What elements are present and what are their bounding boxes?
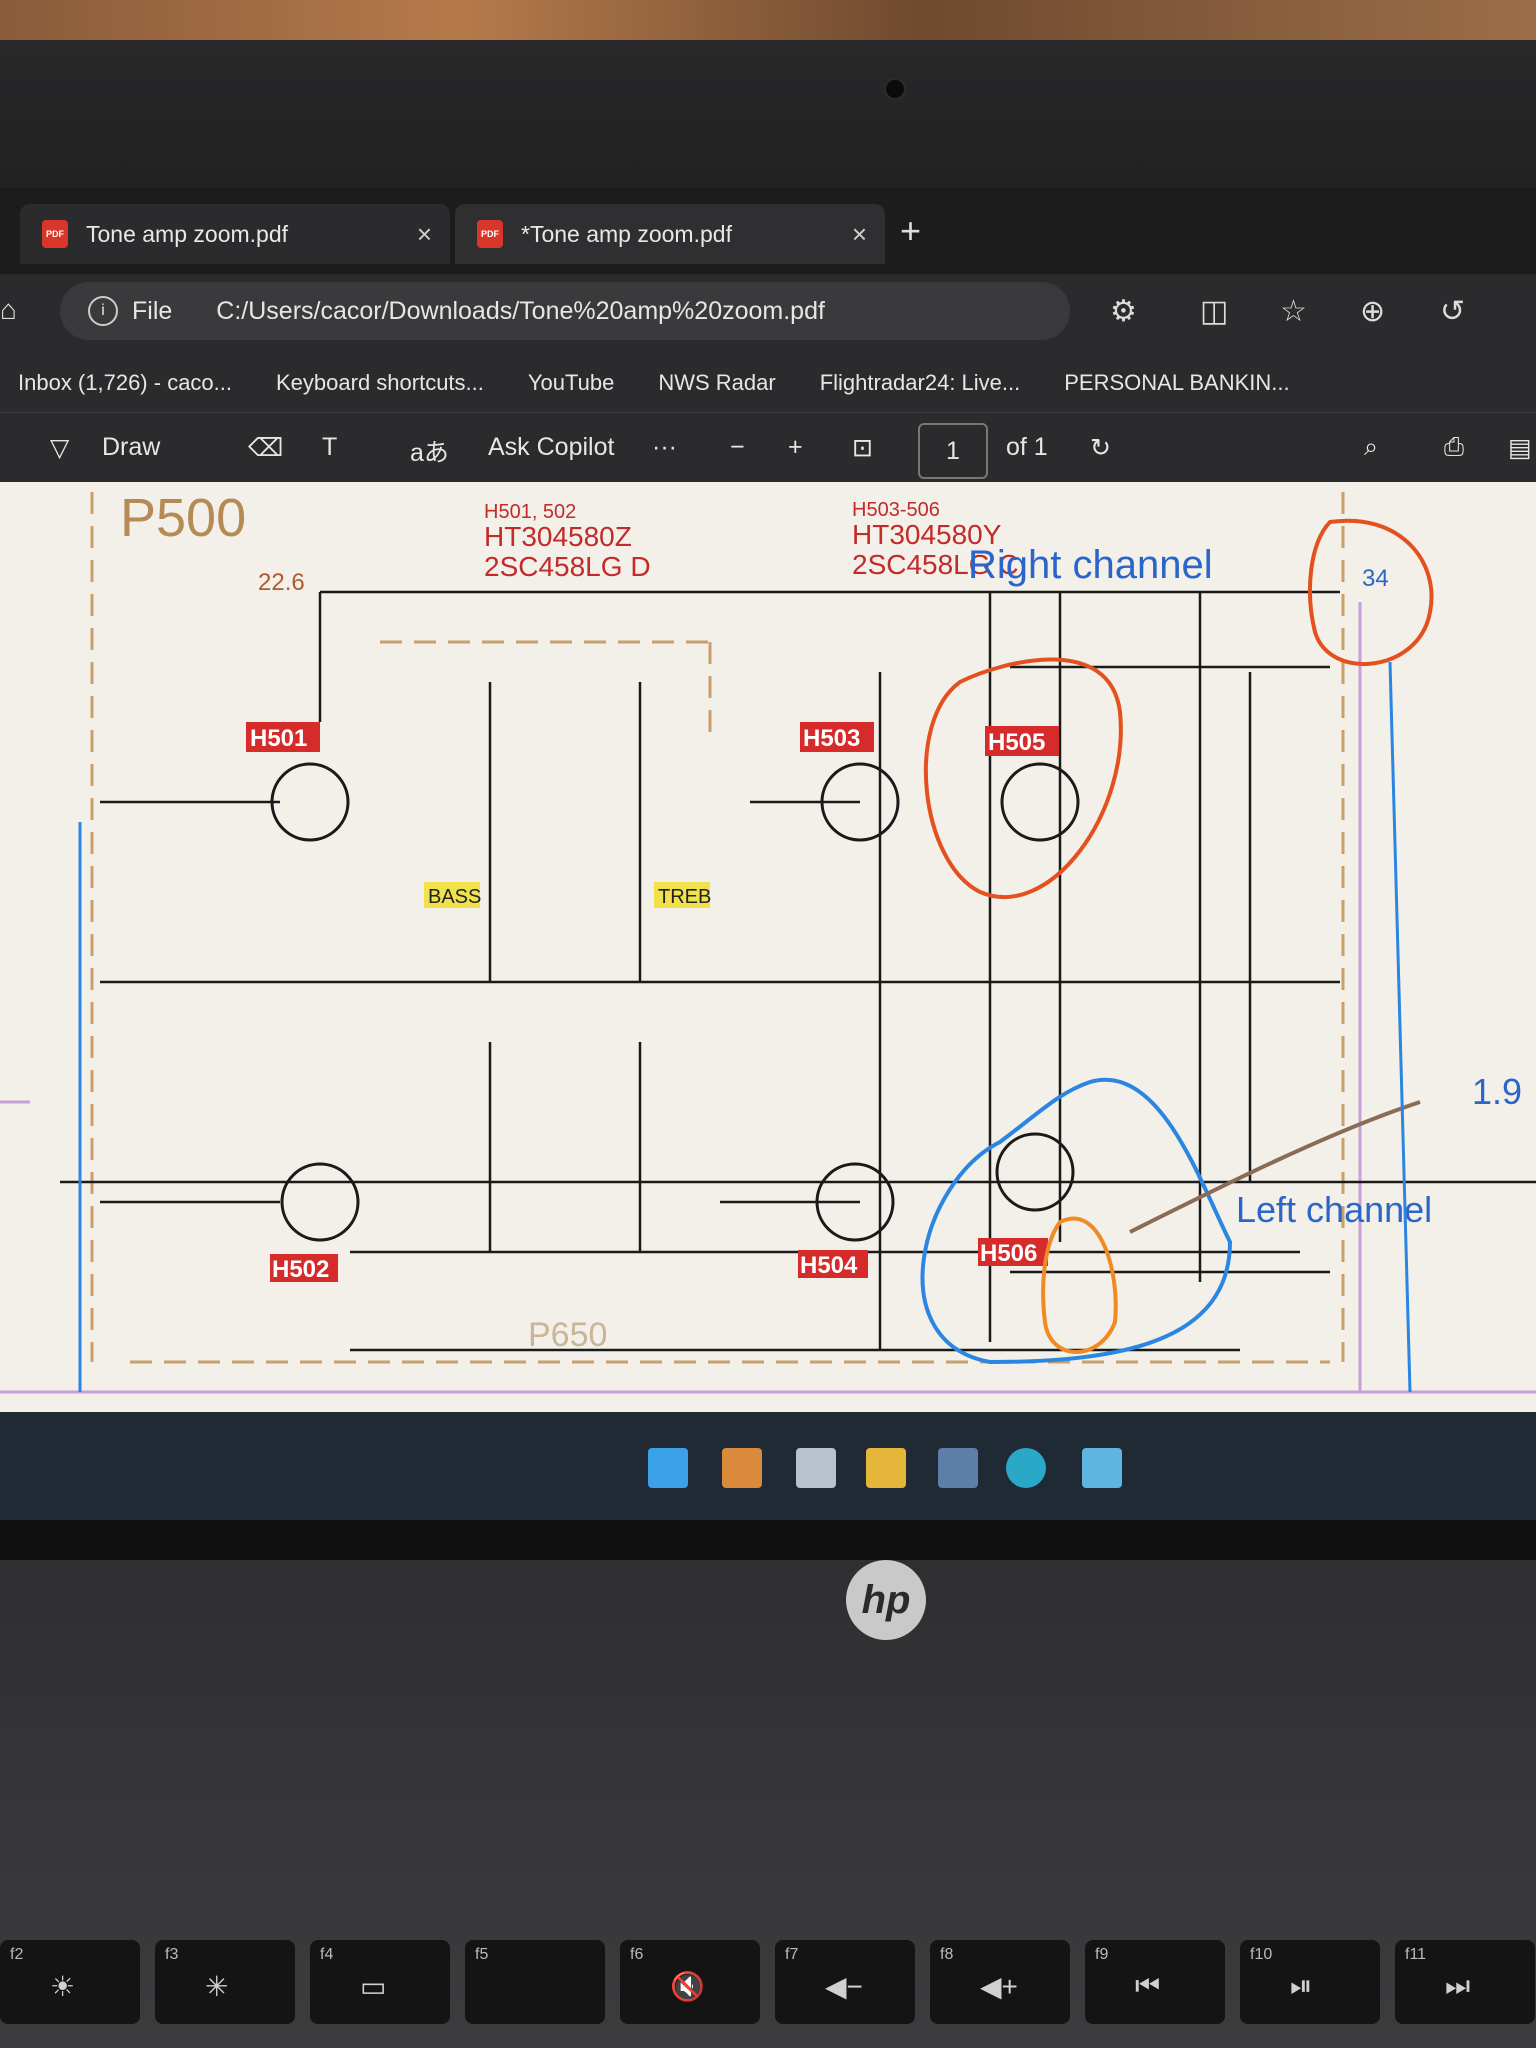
rotate-icon[interactable]: ↻ (1090, 434, 1111, 462)
webcam (884, 78, 906, 100)
fav-banking[interactable]: PERSONAL BANKIN... (1064, 370, 1290, 395)
info-icon[interactable]: i (88, 296, 118, 326)
page-count: of 1 (1006, 433, 1048, 461)
zoom-out-icon[interactable]: − (730, 433, 745, 461)
widgets-icon[interactable] (796, 1448, 836, 1488)
eraser-icon[interactable]: ⌫ (248, 434, 284, 462)
key-f9[interactable]: f9⏮ (1085, 1940, 1225, 2024)
right-channel-note: Right channel (968, 543, 1213, 587)
copilot-icon[interactable] (722, 1448, 762, 1488)
file-label: File (132, 296, 173, 325)
text-icon[interactable]: T (322, 433, 338, 461)
tab-label: Tone amp zoom.pdf (86, 220, 289, 247)
background-wall (0, 0, 1536, 40)
svg-text:H502: H502 (272, 1256, 329, 1283)
extensions-icon[interactable]: ⚙ (1110, 295, 1137, 328)
bass-label: BASS (428, 886, 481, 908)
url-text: C:/Users/cacor/Downloads/Tone%20amp%20zo… (216, 296, 825, 325)
more-icon[interactable]: ··· (652, 433, 677, 461)
key-f5[interactable]: f5 (465, 1940, 605, 2024)
pdf-icon: PDF (477, 220, 503, 248)
key-f7[interactable]: f7◀− (775, 1940, 915, 2024)
h503-part: HT304580Y (852, 519, 1002, 550)
notepad-icon[interactable] (1082, 1448, 1122, 1488)
fav-flightradar[interactable]: Flightradar24: Live... (819, 370, 1021, 395)
new-tab-icon[interactable]: + (900, 210, 922, 251)
pdf-toolbar: ▽ Draw ⌫ T aあ Ask Copilot ··· − + ⊡ 1 of… (0, 412, 1536, 483)
p650-label: P650 (528, 1316, 607, 1354)
tab-tone-amp[interactable]: PDF Tone amp zoom.pdf × (20, 204, 450, 264)
pdf-document: H501 H503 H505 H502 H504 H506 BASS TREB … (0, 482, 1536, 1412)
note-1-9: 1.9 (1472, 1071, 1522, 1112)
h503-model: 2SC458LG C (852, 549, 1019, 580)
key-f2[interactable]: f2☀ (0, 1940, 140, 2024)
board-label: P500 (120, 488, 246, 548)
translate-icon[interactable]: aあ (410, 439, 449, 467)
page-number-input[interactable]: 1 (918, 423, 988, 479)
collections-icon[interactable]: ⊕ (1360, 295, 1386, 328)
history-icon[interactable]: ↺ (1440, 295, 1466, 328)
svg-text:H504: H504 (800, 1252, 858, 1279)
blue-loop-annotation (920, 1077, 1233, 1365)
key-f10[interactable]: f10⏯ (1240, 1940, 1380, 2024)
orange-loop-annotation (923, 657, 1123, 900)
fit-page-icon[interactable]: ⊡ (852, 434, 873, 462)
treb-label: TREB (658, 886, 711, 908)
print-icon[interactable]: ⎙ (1444, 433, 1465, 461)
search-icon[interactable]: ⌕ (1364, 433, 1379, 461)
address-bar[interactable]: i File C:/Users/cacor/Downloads/Tone%20a… (60, 282, 1070, 340)
draw-button[interactable]: Draw (102, 433, 161, 461)
svg-text:H501: H501 (250, 725, 307, 752)
fav-youtube[interactable]: YouTube (527, 370, 615, 395)
zoom-in-icon[interactable]: + (788, 433, 803, 461)
tab-tone-amp-edited[interactable]: PDF *Tone amp zoom.pdf × (455, 204, 885, 264)
key-f4[interactable]: f4▭ (310, 1940, 450, 2024)
draw-icon[interactable]: ▽ (50, 434, 70, 462)
fav-nws[interactable]: NWS Radar (658, 370, 776, 395)
fav-keyboard[interactable]: Keyboard shortcuts... (276, 370, 484, 395)
split-screen-icon[interactable]: ◫ (1200, 295, 1229, 328)
key-f6[interactable]: f6🔇 (620, 1940, 760, 2024)
orange-small-loop-annotation (1041, 1216, 1118, 1354)
svg-text:H506: H506 (980, 1240, 1037, 1267)
h501-part: HT304580Z (484, 521, 632, 552)
edge-icon[interactable] (1006, 1448, 1046, 1488)
favorites-bar: Inbox (1,726) - caco... Keyboard shortcu… (0, 354, 1536, 412)
schematic-diagram: H501 H503 H505 H502 H504 H506 BASS TREB … (0, 488, 1536, 1394)
key-f11[interactable]: f11⏭ (1395, 1940, 1535, 2024)
start-icon[interactable] (648, 1448, 688, 1488)
calculator-icon[interactable] (938, 1448, 978, 1488)
orange-circle-annotation (1308, 518, 1434, 666)
close-icon[interactable]: × (416, 218, 432, 249)
voltage-22-6: 22.6 (258, 569, 305, 596)
close-icon[interactable]: × (851, 218, 867, 249)
folder-icon[interactable] (866, 1448, 906, 1488)
left-channel-note: Left channel (1236, 1189, 1432, 1230)
function-key-row: f2☀ f3✳ f4▭ f5 f6🔇 f7◀− f8◀+ f9⏮ f10⏯ f1… (0, 1940, 1536, 2030)
address-bar-row: ⌂ i File C:/Users/cacor/Downloads/Tone%2… (0, 274, 1536, 354)
favorites-icon[interactable]: ☆ (1280, 295, 1307, 328)
h501-header: H501, 502 (484, 501, 576, 523)
key-f8[interactable]: f8◀+ (930, 1940, 1070, 2024)
fav-inbox[interactable]: Inbox (1,726) - caco... (18, 370, 232, 395)
note-34: 34 (1362, 565, 1389, 592)
hp-logo: hp (846, 1560, 926, 1640)
h503-header: H503-506 (852, 499, 940, 521)
ask-copilot-button[interactable]: Ask Copilot (488, 433, 615, 461)
home-icon[interactable]: ⌂ (0, 294, 17, 325)
h501-model: 2SC458LG D (484, 551, 651, 582)
tab-bar: PDF Tone amp zoom.pdf × PDF *Tone amp zo… (0, 188, 1536, 274)
tab-label: *Tone amp zoom.pdf (521, 220, 732, 247)
save-icon[interactable]: ▤ (1508, 434, 1532, 462)
brown-line-annotation (1129, 1100, 1421, 1234)
windows-taskbar (0, 1412, 1536, 1520)
pdf-icon: PDF (42, 220, 68, 248)
key-f3[interactable]: f3✳ (155, 1940, 295, 2024)
svg-text:H503: H503 (803, 725, 860, 752)
svg-text:H505: H505 (988, 729, 1045, 756)
laptop-screen: PDF Tone amp zoom.pdf × PDF *Tone amp zo… (0, 188, 1536, 1520)
